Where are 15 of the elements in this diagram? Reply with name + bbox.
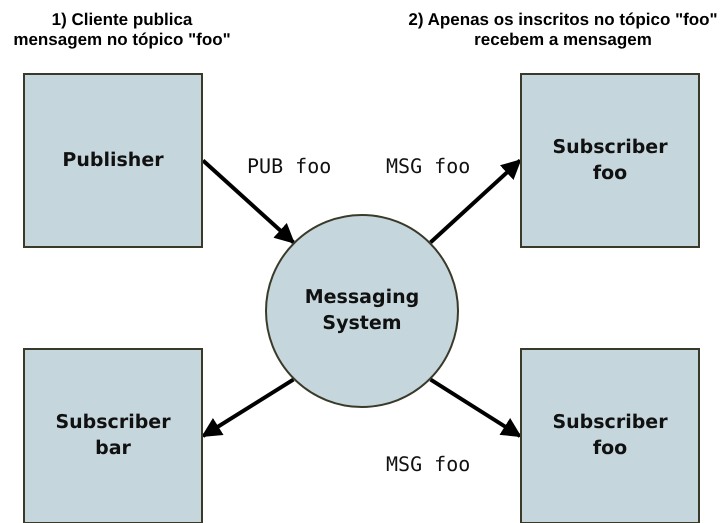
arrow	[201, 378, 294, 438]
annotation-text: 2) Apenas os inscritos no tópico "foo" recebem a mensagem	[408, 10, 718, 51]
node-label: Messaging System	[304, 285, 420, 336]
annotation-text: 1) Cliente publica mensagem no tópico "foo"	[12, 10, 232, 51]
component-box	[23, 73, 203, 248]
node-label: Publisher	[62, 148, 164, 173]
node-label: Subscriber foo	[551, 134, 669, 186]
component-box	[23, 348, 203, 523]
arrow	[429, 159, 522, 244]
component-box	[520, 73, 700, 248]
component-box	[520, 348, 700, 523]
arrow	[430, 378, 522, 438]
arrow	[202, 159, 295, 244]
node-label: Subscriber bar	[54, 410, 172, 461]
node-label: Subscriber foo	[551, 410, 669, 461]
